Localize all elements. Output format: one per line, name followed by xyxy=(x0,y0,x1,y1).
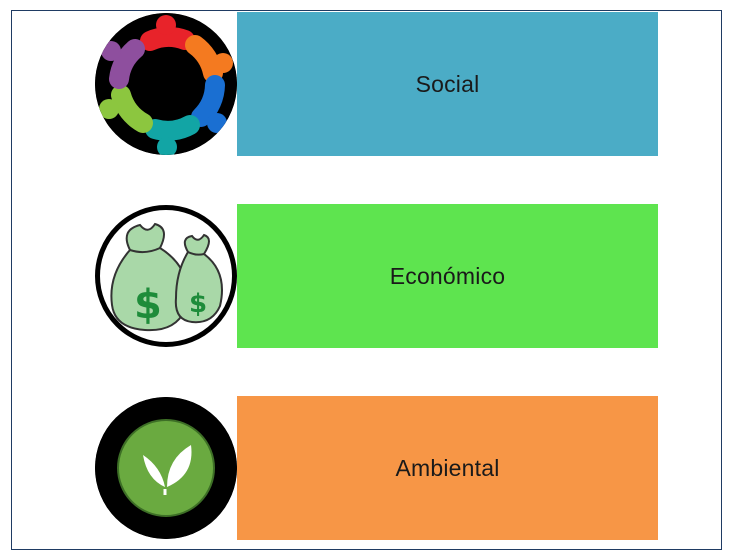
svg-text:$: $ xyxy=(189,289,207,319)
pillar-social: Social xyxy=(0,12,735,162)
banner-label-ambiental: Ambiental xyxy=(395,454,500,481)
banner-label-social: Social xyxy=(415,70,480,97)
pillar-economico: Económico $ $ xyxy=(0,204,735,354)
banner-label-economico: Económico xyxy=(389,262,506,289)
pillar-ambiental: Ambiental xyxy=(0,396,735,546)
money-bags-icon: $ $ xyxy=(95,205,237,347)
svg-text:$: $ xyxy=(134,282,162,328)
banner-economico: Económico xyxy=(237,204,658,348)
banner-social: Social xyxy=(237,12,658,156)
people-circle-icon xyxy=(95,13,237,155)
leaf-icon xyxy=(95,397,237,539)
banner-ambiental: Ambiental xyxy=(237,396,658,540)
